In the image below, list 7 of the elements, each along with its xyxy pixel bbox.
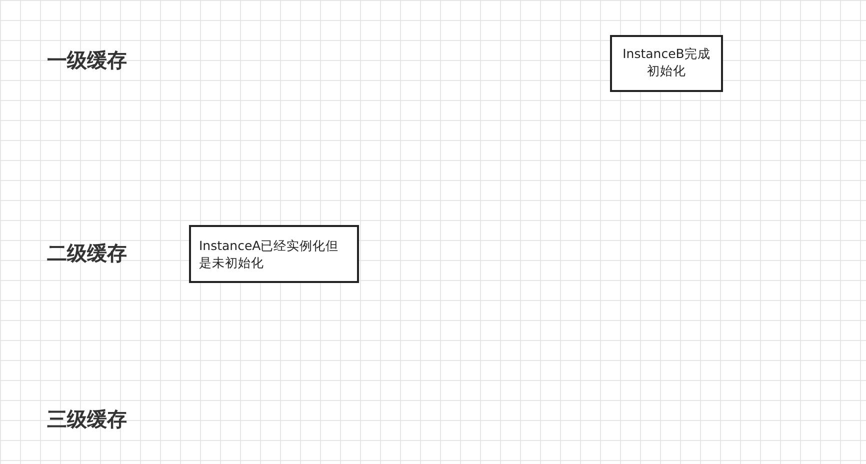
tier-heading: 一级缓存 <box>47 47 127 74</box>
box-text: InstanceB完成初始化 <box>622 45 712 79</box>
tier-heading: 三级缓存 <box>47 406 127 433</box>
box-text: InstanceA已经实例化但是未初始化 <box>199 237 340 271</box>
process-box <box>189 225 359 283</box>
tier-heading: 二级缓存 <box>47 240 127 267</box>
process-box <box>610 35 723 92</box>
